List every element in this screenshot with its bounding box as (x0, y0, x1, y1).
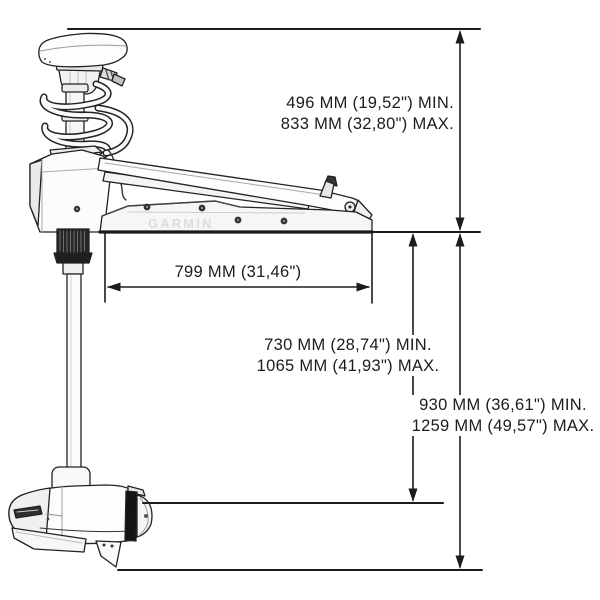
skeg (95, 540, 122, 568)
label-head-height-min: 496 MM (19,52") MIN. (286, 94, 454, 112)
label-overall-depth-max: 1259 MM (49,57") MAX. (411, 416, 595, 435)
motor-shaft (66, 273, 82, 469)
brand-label: GARMIN (148, 217, 214, 231)
label-overall-depth: 930 MM (36,61") MIN. 1259 MM (49,57") MA… (408, 395, 598, 436)
motor-drawing: GARMIN (8, 32, 374, 568)
lower-unit (8, 466, 153, 568)
label-shaft-depth-max: 1065 MM (41,93") MAX. (256, 356, 440, 375)
label-head-height-max: 833 MM (32,80") MAX. (280, 114, 454, 133)
label-mount-length-value: 799 MM (31,46") (174, 263, 302, 281)
mount-body (29, 145, 111, 233)
dimension-lines (67, 28, 483, 571)
label-shaft-depth-min: 730 MM (28,74") MIN. (264, 336, 432, 354)
label-head-height: 496 MM (19,52") MIN. 833 MM (32,80") MAX… (277, 93, 457, 134)
label-overall-depth-min: 930 MM (36,61") MIN. (419, 396, 587, 414)
steering-collar (53, 228, 93, 275)
mount-screws (143, 203, 288, 225)
steering-tube (94, 104, 134, 157)
dimension-mount-length (107, 282, 370, 292)
mount-base-plate: GARMIN (98, 200, 374, 234)
dimension-head-height (455, 30, 465, 231)
deploy-arm (97, 157, 373, 222)
label-mount-length: 799 MM (31,46") (171, 262, 305, 283)
label-shaft-depth: 730 MM (28,74") MIN. 1065 MM (41,93") MA… (253, 335, 443, 376)
coiled-cable (39, 80, 113, 162)
